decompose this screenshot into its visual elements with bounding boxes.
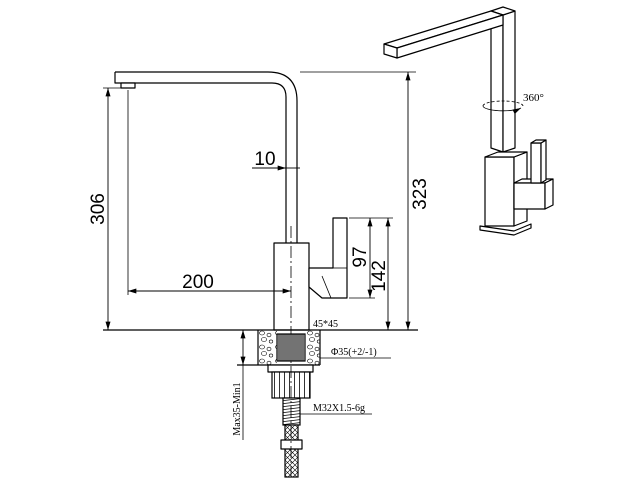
rotation-indicator: 360° — [482, 92, 544, 115]
faucet-body — [273, 242, 310, 331]
rotation-label: 360° — [523, 92, 544, 104]
dimension-counter-thickness: Max35-Min1 — [232, 330, 246, 440]
faucet-perspective-view: 360° — [383, 6, 554, 236]
handle-lever-side — [540, 139, 547, 184]
mounting-hardware — [267, 364, 314, 478]
handle — [308, 217, 348, 299]
dimension-value-200: 200 — [182, 272, 214, 293]
faucet-side-view: 306 200 10 323 97 14 — [88, 71, 431, 478]
base-plate — [479, 223, 532, 236]
handle-lever-front — [530, 142, 542, 184]
dimension-spout-outlet-height: 306 — [88, 87, 121, 330]
counter-thickness-note: Max35-Min1 — [232, 382, 243, 435]
perspective-handle — [513, 139, 554, 210]
countertop-material-left — [258, 330, 277, 365]
hose-connector — [280, 439, 303, 450]
aerator — [120, 82, 136, 89]
dimension-tube-offset: 10 — [252, 149, 300, 171]
dimension-handle-block-height: 97 — [349, 217, 375, 299]
spout-end-face — [383, 43, 398, 59]
shank-section-note: 45*45 — [313, 319, 338, 330]
dimension-spout-reach: 200 — [127, 90, 291, 295]
tube-left-face — [490, 10, 504, 153]
countertop-material-right — [305, 330, 320, 365]
handle-outline — [308, 217, 348, 299]
handle-lever-top — [530, 139, 547, 144]
tube-right-face — [502, 10, 516, 153]
dimension-value-306: 306 — [88, 193, 109, 225]
spout — [114, 71, 298, 243]
threaded-stem — [282, 397, 301, 426]
perspective-tube — [490, 6, 516, 153]
dimension-overall-height: 323 — [300, 71, 431, 330]
body-front-face — [484, 156, 515, 227]
dimension-value-323: 323 — [410, 178, 431, 210]
countertop-section — [237, 330, 321, 366]
thread-spec-note: M32X1.5-6g — [313, 403, 365, 414]
dimension-handle-top-height: 142 — [349, 217, 393, 330]
rotation-arc-back — [482, 100, 524, 107]
body-top-face — [484, 151, 528, 158]
handle-chamfer-line — [321, 275, 332, 299]
hole-diameter-note: Φ35(+2/-1) — [331, 347, 377, 358]
perspective-spout — [383, 10, 504, 59]
handle-block-front — [513, 182, 546, 210]
dimension-value-142: 142 — [369, 260, 390, 292]
braided-hose — [284, 424, 299, 478]
dimension-value-97: 97 — [350, 246, 371, 267]
spout-outer-edge — [115, 71, 298, 243]
hole-diameter-callout: Φ35(+2/-1) — [320, 347, 391, 359]
dimension-value-10: 10 — [254, 149, 275, 170]
handle-block-side — [544, 178, 554, 210]
spout-inner-edge — [114, 72, 287, 243]
thread-callout: M32X1.5-6g — [300, 403, 372, 415]
mounting-flange — [267, 364, 314, 373]
rotation-arrow — [482, 105, 522, 115]
